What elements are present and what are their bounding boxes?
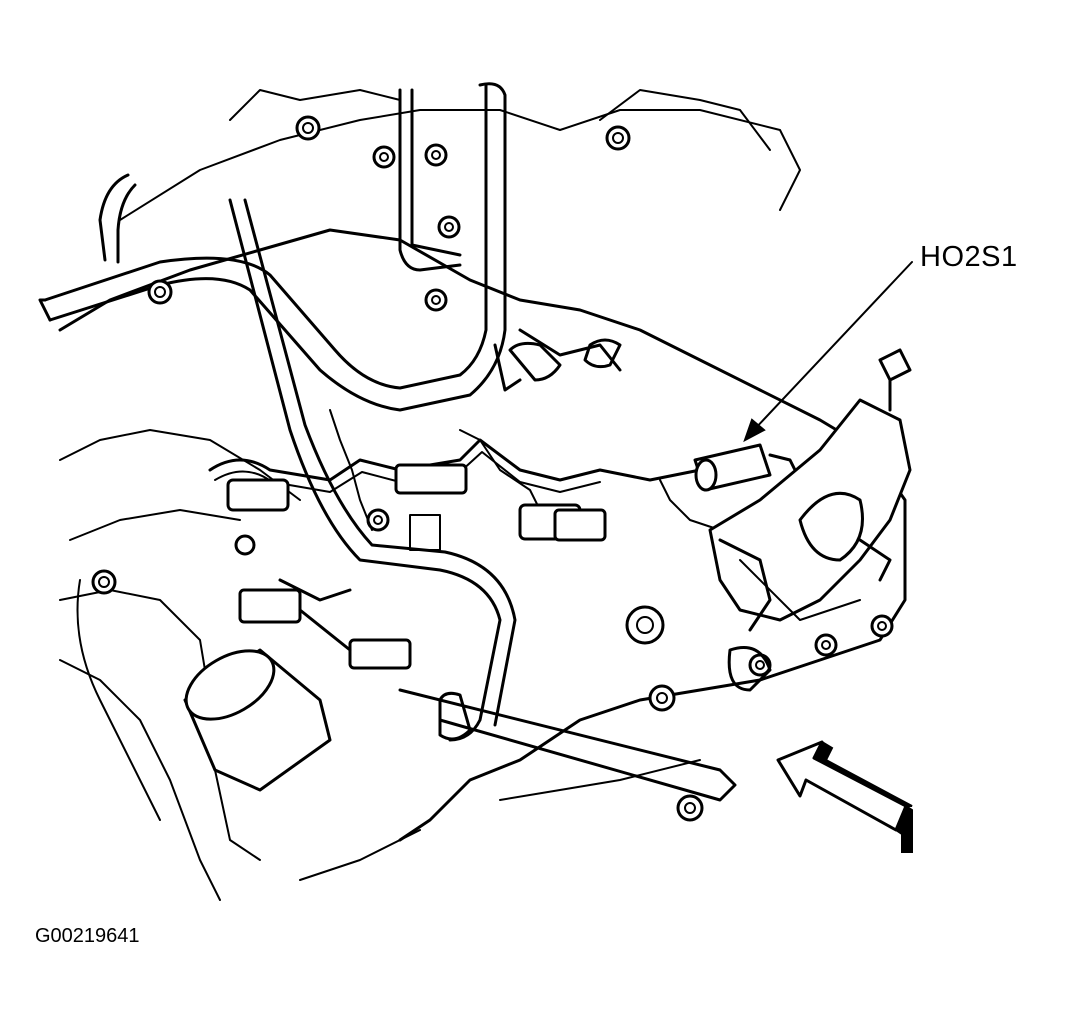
- oil-filter: [183, 648, 332, 861]
- figure-id: G00219641: [35, 925, 140, 947]
- leader-line-arrow-icon: [743, 261, 913, 443]
- oxygen-sensor: [693, 443, 802, 492]
- bolts: [91, 115, 894, 822]
- ho2s1-callout-label: HO2S1: [920, 241, 1018, 273]
- hoses: [38, 82, 737, 802]
- view-direction-arrow-icon: [776, 740, 913, 853]
- wiring-harness: [208, 343, 721, 670]
- exhaust-manifold: [708, 348, 912, 692]
